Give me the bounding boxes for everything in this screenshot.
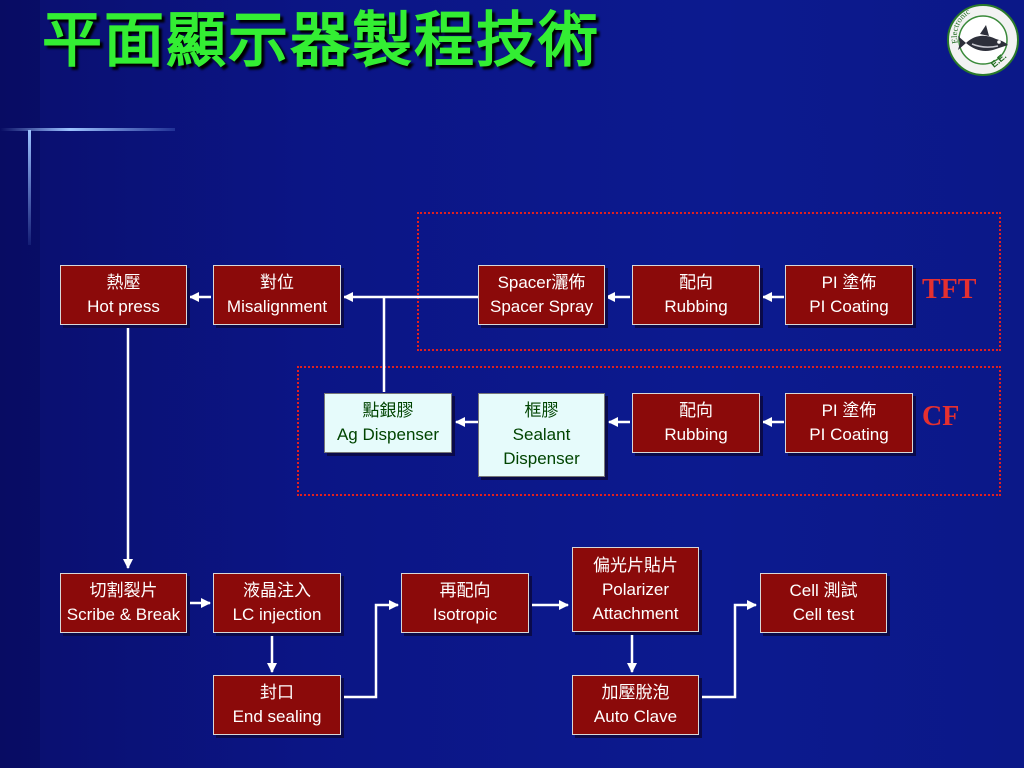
step-cf-pi-coating-en: PI Coating (809, 425, 889, 444)
step-tft-pi-coating: PI 塗佈 PI Coating (785, 265, 913, 325)
step-lc-injection-en: LC injection (232, 605, 322, 624)
step-end-sealing: 封口 End sealing (213, 675, 341, 735)
step-misalignment: 對位 Misalignment (213, 265, 341, 325)
step-sealant-dispenser-zh: 框膠 (524, 401, 559, 420)
step-auto-clave: 加壓脫泡 Auto Clave (572, 675, 699, 735)
step-polarizer-zh: 偏光片貼片 (593, 555, 678, 575)
arrow-autoclave-to-celltest (700, 600, 757, 699)
step-cell-test-en: Cell test (792, 605, 855, 624)
step-misalignment-zh: 對位 (260, 273, 294, 292)
step-lc-injection-zh: 液晶注入 (243, 581, 311, 600)
step-isotropic-en: Isotropic (432, 605, 498, 624)
step-polarizer-en1: Polarizer (601, 579, 670, 599)
decor-line-vertical (28, 130, 31, 245)
fish-icon (958, 25, 1008, 51)
step-tft-rubbing-en: Rubbing (664, 297, 728, 316)
step-tft-pi-coating-zh: PI 塗佈 (821, 273, 877, 292)
step-scribe-break-zh: 切割裂片 (89, 581, 158, 600)
step-auto-clave-en: Auto Clave (593, 707, 678, 726)
step-ag-dispenser-zh: 點銀膠 (362, 401, 414, 420)
arrow-endsealing-to-isotropic (344, 600, 399, 699)
step-isotropic: 再配向 Isotropic (401, 573, 529, 633)
step-tft-rubbing: 配向 Rubbing (632, 265, 760, 325)
slide-title: 平面顯示器製程技術 (42, 6, 600, 76)
step-spacer-spray-en: Spacer Spray (490, 297, 593, 316)
decor-line-horizontal (0, 128, 175, 131)
step-scribe-break-en: Scribe & Break (66, 605, 181, 624)
step-spacer-spray: Spacer灑佈 Spacer Spray (478, 265, 605, 325)
logo: Electronic E.E. (947, 4, 1019, 76)
tft-group-frame (417, 212, 1001, 351)
step-polarizer-en2: Attachment (592, 603, 679, 623)
step-scribe-break: 切割裂片 Scribe & Break (60, 573, 187, 633)
step-end-sealing-en: End sealing (232, 707, 322, 726)
step-hot-press-zh: 熱壓 (106, 273, 141, 292)
cf-group-frame (297, 366, 1001, 496)
step-cf-pi-coating: PI 塗佈 PI Coating (785, 393, 913, 453)
step-tft-rubbing-zh: 配向 (679, 273, 713, 292)
step-cf-rubbing: 配向 Rubbing (632, 393, 760, 453)
step-hot-press-en: Hot press (87, 297, 160, 316)
step-ag-dispenser: 點銀膠 Ag Dispenser (324, 393, 452, 453)
step-sealant-dispenser-en1: Sealant (512, 425, 571, 444)
step-auto-clave-zh: 加壓脫泡 (601, 683, 670, 702)
step-cf-rubbing-en: Rubbing (664, 425, 728, 444)
step-cell-test-zh: Cell 測試 (789, 581, 858, 600)
step-tft-pi-coating-en: PI Coating (809, 297, 889, 316)
step-ag-dispenser-en: Ag Dispenser (336, 425, 440, 444)
step-cf-pi-coating-zh: PI 塗佈 (821, 401, 877, 420)
step-isotropic-zh: 再配向 (439, 581, 491, 600)
step-cf-rubbing-zh: 配向 (679, 401, 713, 420)
step-spacer-spray-zh: Spacer灑佈 (497, 273, 586, 292)
step-lc-injection: 液晶注入 LC injection (213, 573, 341, 633)
step-misalignment-en: Misalignment (226, 297, 328, 316)
cf-label: CF (922, 401, 960, 432)
step-polarizer: 偏光片貼片 Polarizer Attachment (572, 547, 699, 632)
step-cell-test: Cell 測試 Cell test (760, 573, 887, 633)
tft-label: TFT (922, 274, 977, 305)
step-hot-press: 熱壓 Hot press (60, 265, 187, 325)
step-end-sealing-zh: 封口 (260, 683, 294, 702)
step-sealant-dispenser: 框膠 Sealant Dispenser (478, 393, 605, 477)
step-sealant-dispenser-en2: Dispenser (503, 449, 580, 468)
